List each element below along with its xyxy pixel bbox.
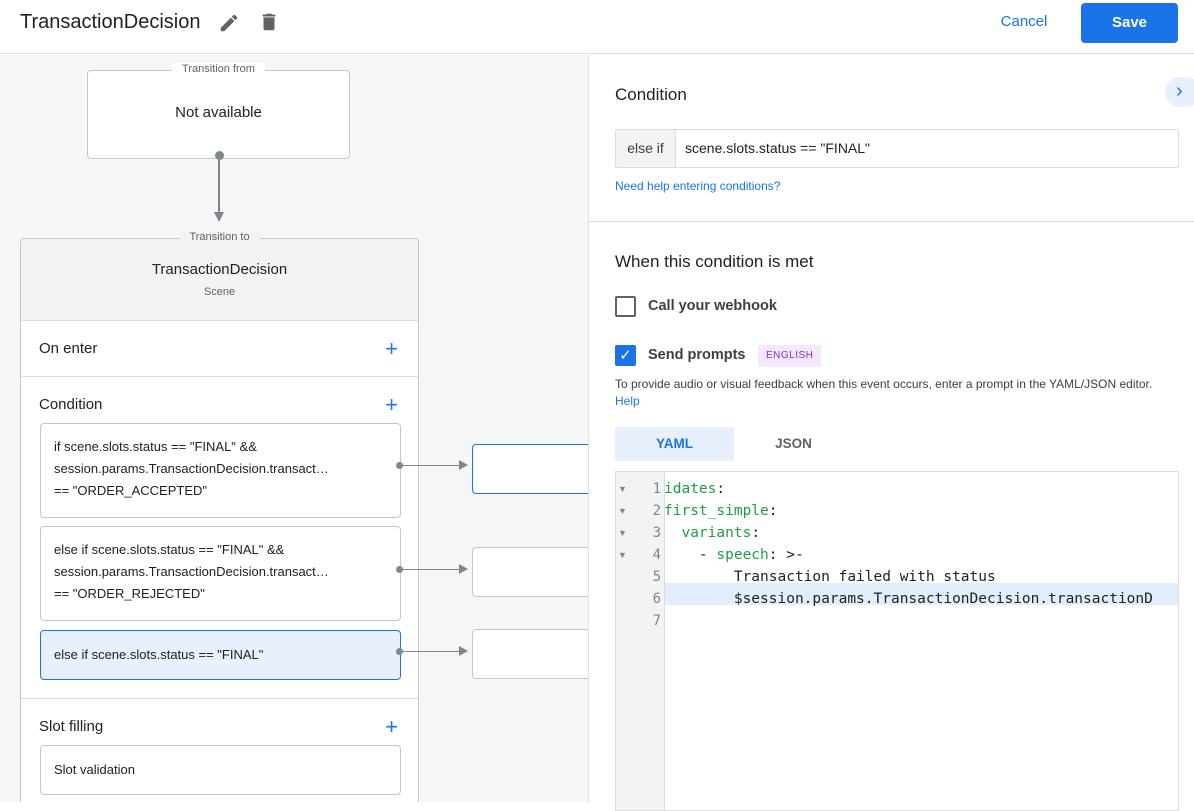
fold-arrow-icon[interactable]: ▼ bbox=[618, 484, 627, 494]
code-punct: : bbox=[716, 481, 726, 497]
yaml-key: idates bbox=[664, 481, 717, 497]
code-line: $session.params.TransactionDecision.tran… bbox=[664, 591, 1153, 607]
info-text: To provide audio or visual feedback when… bbox=[615, 376, 1175, 410]
line-number: 3 bbox=[652, 525, 661, 541]
scene-box: Transition to TransactionDecision Scene … bbox=[20, 231, 419, 802]
on-enter-label: On enter bbox=[39, 340, 98, 357]
connector-arrow bbox=[396, 646, 468, 656]
active-line-highlight bbox=[665, 583, 1178, 605]
condition-panel: › Condition else if scene.slots.status =… bbox=[588, 55, 1194, 811]
condition-text: == "ORDER_REJECTED" bbox=[54, 586, 205, 601]
condition-text: session.params.TransactionDecision.trans… bbox=[54, 564, 329, 579]
line-number: 5 bbox=[652, 569, 661, 585]
editor-gutter bbox=[616, 472, 665, 810]
prompts-checkbox[interactable]: ✓ bbox=[615, 345, 636, 366]
met-title: When this condition is met bbox=[615, 252, 814, 271]
info-text-body: To provide audio or visual feedback when… bbox=[615, 377, 1153, 391]
code-line: variants: bbox=[664, 522, 1178, 544]
slot-validation-label: Slot validation bbox=[54, 762, 135, 777]
code-indent: - bbox=[664, 547, 717, 563]
help-conditions-link[interactable]: Need help entering conditions? bbox=[615, 179, 781, 193]
scene-type: Scene bbox=[203, 286, 236, 298]
condition-title: Condition bbox=[615, 85, 687, 104]
line-number: 6 bbox=[652, 591, 661, 607]
condition-text: if scene.slots.status == "FINAL" && bbox=[54, 439, 257, 454]
condition-text: == "ORDER_ACCEPTED" bbox=[54, 483, 207, 498]
condition-text: session.params.TransactionDecision.trans… bbox=[54, 461, 329, 476]
language-badge: ENGLISH bbox=[758, 345, 822, 367]
flow-canvas: Transition from Not available Transition… bbox=[0, 55, 588, 802]
fold-arrow-icon[interactable]: ▼ bbox=[618, 528, 627, 538]
transition-target-box[interactable] bbox=[472, 444, 588, 494]
code-line: first_simple: bbox=[664, 500, 1178, 522]
tab-yaml[interactable]: YAML bbox=[615, 427, 734, 461]
scene-title: TransactionDecision bbox=[20, 11, 201, 33]
top-bar: TransactionDecision Cancel Save bbox=[0, 0, 1194, 54]
line-number: 2 bbox=[652, 503, 661, 519]
condition-card-selected[interactable]: else if scene.slots.status == "FINAL" bbox=[40, 630, 401, 680]
arrow-down-icon bbox=[214, 212, 224, 222]
condition-card[interactable]: else if scene.slots.status == "FINAL" &&… bbox=[40, 526, 401, 621]
tab-json[interactable]: JSON bbox=[775, 436, 812, 451]
connector-arrow bbox=[396, 564, 468, 574]
condition-section: Condition + if scene.slots.status == "FI… bbox=[21, 376, 418, 698]
yaml-key: speech bbox=[716, 547, 769, 563]
cancel-button[interactable]: Cancel bbox=[1000, 13, 1048, 30]
transition-target-box[interactable] bbox=[472, 547, 588, 597]
yaml-key: first_simple bbox=[664, 503, 769, 519]
transition-from-value: Not available bbox=[175, 104, 262, 121]
webhook-label: Call your webhook bbox=[648, 298, 777, 314]
save-button[interactable]: Save bbox=[1081, 3, 1178, 43]
line-number: 7 bbox=[652, 613, 661, 629]
transition-from-legend: Transition from bbox=[172, 63, 265, 75]
edit-icon[interactable] bbox=[218, 12, 240, 34]
prompts-label: Send prompts bbox=[648, 347, 746, 363]
fold-arrow-icon[interactable]: ▼ bbox=[618, 506, 627, 516]
code-punct: : bbox=[751, 525, 761, 541]
code-line: - speech: >- bbox=[664, 544, 1178, 566]
divider bbox=[589, 221, 1194, 222]
line-number: 4 bbox=[652, 547, 661, 563]
code-line: Transaction failed with status bbox=[664, 569, 996, 585]
condition-value[interactable]: scene.slots.status == "FINAL" bbox=[685, 140, 871, 156]
transition-to-legend: Transition to bbox=[179, 231, 260, 243]
code-punct: : bbox=[768, 503, 778, 519]
condition-text: else if scene.slots.status == "FINAL" bbox=[54, 647, 264, 662]
condition-input[interactable]: else if scene.slots.status == "FINAL" bbox=[615, 129, 1179, 168]
code-line bbox=[664, 610, 1178, 632]
transition-from-box: Transition from Not available bbox=[87, 63, 350, 159]
add-slot-icon[interactable]: + bbox=[385, 714, 398, 739]
add-on-enter-icon[interactable]: + bbox=[385, 336, 398, 361]
transition-target-box[interactable] bbox=[472, 629, 588, 679]
code-indent bbox=[664, 525, 681, 541]
slot-validation-card[interactable]: Slot validation bbox=[40, 745, 401, 795]
fold-arrow-icon[interactable]: ▼ bbox=[618, 550, 627, 560]
scene-name: TransactionDecision bbox=[151, 261, 288, 278]
delete-icon[interactable] bbox=[258, 11, 280, 33]
condition-label: Condition bbox=[39, 396, 103, 413]
webhook-checkbox[interactable] bbox=[615, 296, 636, 317]
line-number: 1 bbox=[652, 481, 661, 497]
code-punct: : >- bbox=[768, 547, 804, 563]
slot-filling-label: Slot filling bbox=[39, 718, 104, 735]
code-line: idates: bbox=[664, 478, 1178, 500]
yaml-key: variants bbox=[681, 525, 752, 541]
condition-card[interactable]: if scene.slots.status == "FINAL" && sess… bbox=[40, 423, 401, 518]
collapse-panel-chevron-icon[interactable]: › bbox=[1165, 77, 1194, 107]
connector-line bbox=[218, 155, 220, 213]
connector-dot bbox=[215, 151, 224, 160]
slot-filling-section: Slot filling + Slot validation bbox=[21, 698, 418, 802]
condition-prefix: else if bbox=[616, 130, 676, 167]
help-link[interactable]: Help bbox=[615, 394, 640, 408]
connector-arrow bbox=[396, 460, 468, 470]
condition-text: else if scene.slots.status == "FINAL" && bbox=[54, 542, 285, 557]
on-enter-section[interactable]: On enter + bbox=[21, 320, 418, 376]
add-condition-icon[interactable]: + bbox=[385, 392, 398, 417]
